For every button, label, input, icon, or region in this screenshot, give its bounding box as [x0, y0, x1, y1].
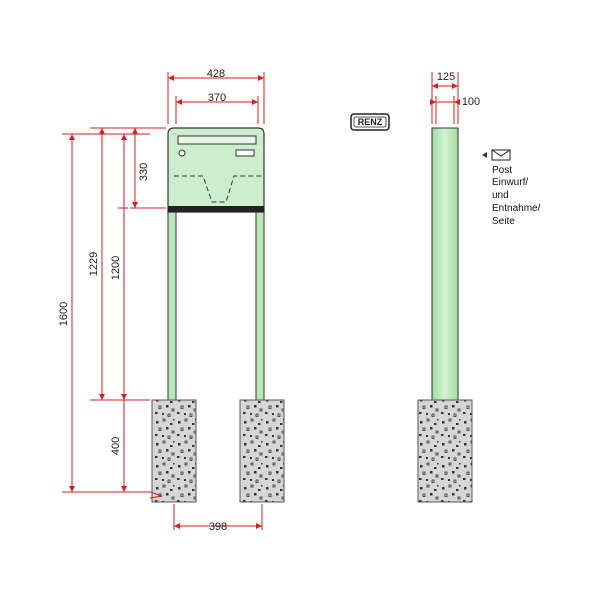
dim-label-side-depth-a: 125 [437, 71, 455, 83]
side-foundation [417, 399, 473, 503]
front-foundation-left [151, 399, 197, 503]
front-post-right [255, 211, 265, 403]
mailbox-base-bar [168, 206, 264, 212]
dim-label-box-height: 330 [138, 163, 150, 181]
side-post [431, 127, 459, 403]
front-view [151, 127, 285, 503]
dimension-lines [62, 72, 459, 530]
envelope-icon [482, 149, 511, 161]
dim-label-total-height: 1600 [58, 302, 70, 326]
door-dashed-line [174, 175, 262, 203]
side-note-line: und [492, 190, 509, 201]
name-plate [235, 149, 255, 157]
dim-label-post-height-b: 1200 [110, 256, 122, 280]
mailbox-body [167, 127, 265, 213]
mail-slot [177, 135, 257, 145]
side-note-line: Seite [492, 216, 515, 227]
dim-label-total-width: 428 [207, 68, 225, 80]
logo-text: RENZ [358, 117, 383, 127]
dimension-arrowheads [69, 75, 460, 529]
front-post-left [167, 211, 177, 403]
dim-label-foundation-height: 400 [110, 437, 122, 455]
side-note-line: Einwurf/ [492, 177, 528, 188]
side-view [417, 127, 473, 503]
dim-label-inner-width: 370 [208, 92, 226, 104]
dim-label-side-depth-b: 100 [462, 96, 480, 108]
renz-logo: RENZ [350, 113, 390, 131]
lock-icon [178, 149, 186, 157]
dim-label-foundation-spacing: 398 [209, 521, 227, 533]
dim-label-post-height-a: 1229 [88, 252, 100, 276]
side-note-line: Entnahme/ [492, 203, 541, 214]
side-note: Post Einwurf/ und Entnahme/ Seite [482, 149, 541, 227]
front-foundation-right [239, 399, 285, 503]
side-note-line: Post [492, 165, 512, 176]
